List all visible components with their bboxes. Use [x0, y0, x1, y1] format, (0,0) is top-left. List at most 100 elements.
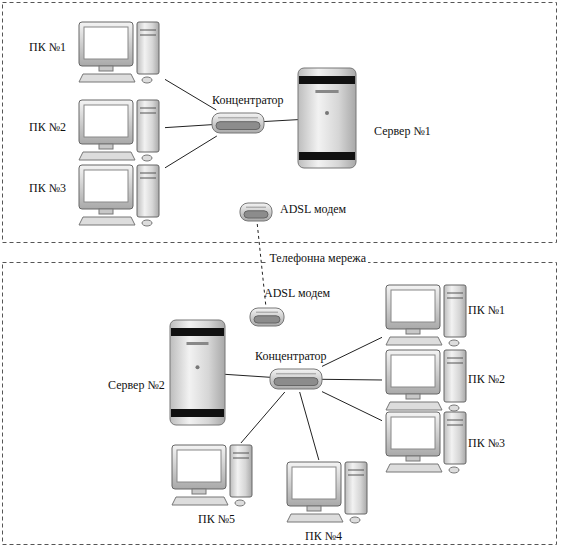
network-zone — [3, 3, 557, 243]
keyboard — [386, 402, 442, 410]
pc-icon — [75, 98, 165, 163]
keyboard — [79, 74, 135, 82]
modem-icon — [240, 200, 272, 224]
pc-tower — [444, 285, 466, 337]
network-cable — [322, 392, 382, 421]
mouse — [235, 500, 245, 506]
pc-tower — [137, 100, 159, 152]
network-cable — [322, 337, 382, 366]
server-slot — [315, 90, 338, 93]
server-band — [299, 152, 355, 160]
device-label: Сервер №1 — [374, 124, 431, 138]
device-groove — [276, 373, 316, 374]
server-band — [171, 328, 224, 336]
device-face — [244, 211, 268, 218]
pc-icon — [168, 443, 258, 508]
device-label: ПК №2 — [468, 372, 505, 386]
drive-bay — [233, 453, 249, 454]
pc-icon — [382, 283, 472, 348]
device-face — [274, 378, 318, 386]
monitor-case — [79, 165, 133, 209]
mouse — [449, 405, 459, 411]
device-label: ПК №1 — [29, 40, 66, 54]
modem-icon — [250, 305, 284, 329]
network-cable — [165, 125, 212, 128]
device-case — [212, 113, 264, 133]
drive-bay — [140, 173, 156, 174]
server-node: Сервер №1 — [298, 68, 356, 168]
keyboard — [79, 217, 135, 225]
server-case — [298, 68, 356, 168]
pc-node: ПК №5 — [168, 443, 258, 508]
device-label: ПК №2 — [29, 120, 66, 134]
monitor-case — [287, 462, 341, 506]
device-case — [270, 369, 322, 389]
network-cable — [225, 374, 270, 377]
pc-tower — [444, 350, 466, 402]
monitor-stand — [406, 394, 420, 399]
device-label: ПК №5 — [198, 512, 235, 526]
network-zone — [3, 263, 557, 545]
network-cable — [241, 392, 285, 443]
device-groove — [256, 312, 278, 313]
pc-tower — [444, 412, 466, 464]
mouse — [142, 155, 152, 161]
mouse — [142, 220, 152, 226]
network-cable — [165, 136, 217, 168]
monitor-stand — [192, 489, 206, 494]
keyboard — [287, 514, 343, 522]
drive-bay — [140, 178, 156, 179]
monitor-screen — [292, 467, 336, 499]
device-label: ADSL модем — [264, 286, 330, 300]
monitor-stand — [406, 456, 420, 461]
pc-tower — [137, 22, 159, 74]
modem-node: ADSL модем — [250, 305, 284, 329]
monitor-case — [79, 100, 133, 144]
monitor-screen — [391, 355, 435, 387]
monitor-stand — [406, 329, 420, 334]
drive-bay — [447, 298, 463, 299]
drive-bay — [447, 358, 463, 359]
monitor-stand — [99, 66, 113, 71]
mouse — [350, 517, 360, 523]
monitor-screen — [391, 417, 435, 449]
server-icon — [170, 320, 225, 425]
pc-node: ПК №2 — [382, 348, 472, 413]
device-label: ПК №3 — [468, 436, 505, 450]
pc-tower — [230, 445, 252, 497]
keyboard — [172, 497, 228, 505]
monitor-screen — [391, 290, 435, 322]
pc-icon — [75, 20, 165, 85]
keyboard — [386, 337, 442, 345]
pc-node: ПК №1 — [75, 20, 165, 85]
drive-bay — [233, 458, 249, 459]
monitor-case — [386, 412, 440, 456]
monitor-stand — [307, 506, 321, 511]
monitor-screen — [177, 450, 221, 482]
device-label: Концентратор — [212, 93, 284, 107]
pc-node: ПК №3 — [382, 410, 472, 475]
monitor-screen — [84, 105, 128, 137]
device-groove — [218, 117, 258, 118]
pc-node: ПК №1 — [382, 283, 472, 348]
mouse — [449, 340, 459, 346]
pc-tower — [345, 462, 367, 514]
drive-bay — [140, 35, 156, 36]
monitor-case — [79, 22, 133, 66]
monitor-screen — [84, 27, 128, 59]
hub-icon — [212, 110, 264, 136]
device-case — [240, 203, 272, 221]
link-label: Телефонна мережа — [268, 251, 368, 265]
pc-node: ПК №3 — [75, 163, 165, 228]
pc-node: ПК №2 — [75, 98, 165, 163]
device-label: ПК №3 — [29, 181, 66, 195]
drive-bay — [348, 470, 364, 471]
drive-bay — [447, 420, 463, 421]
server-icon — [298, 68, 356, 168]
server-node: Сервер №2 — [170, 320, 225, 425]
keyboard — [79, 152, 135, 160]
hub-node: Концентратор — [212, 110, 264, 136]
device-label: ADSL модем — [280, 202, 346, 216]
server-band — [299, 76, 355, 84]
